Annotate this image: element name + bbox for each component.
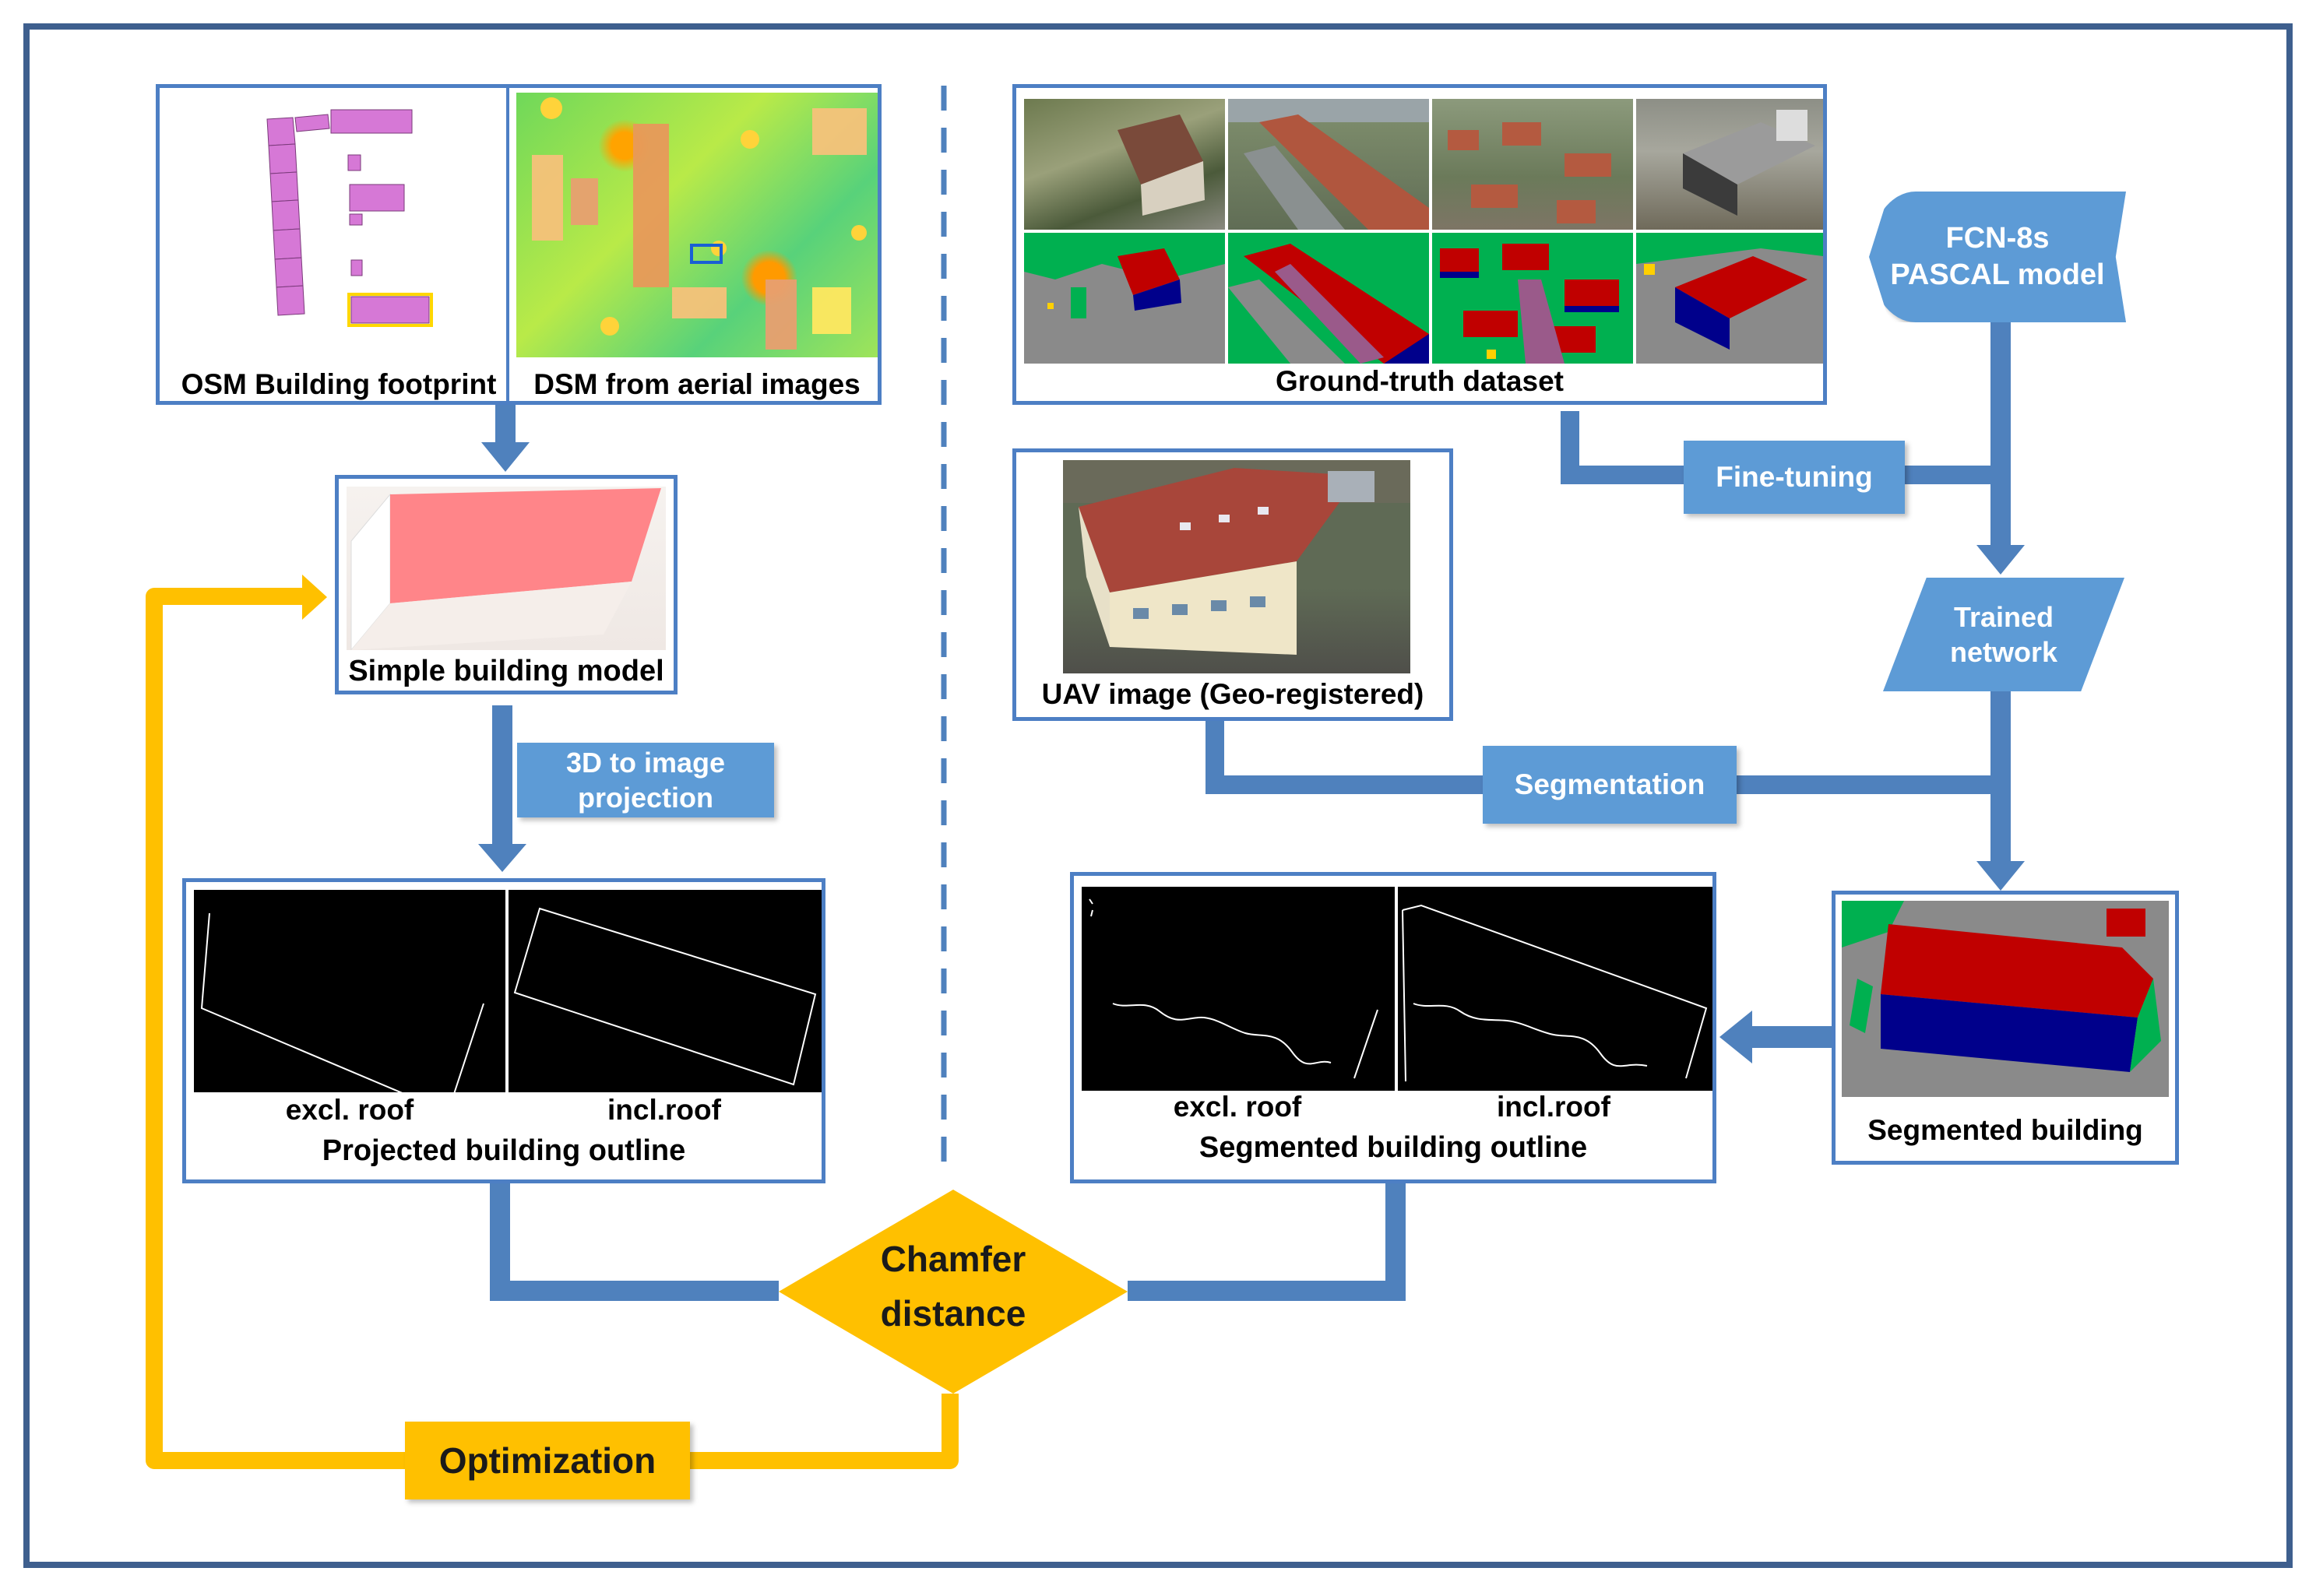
chamfer-label-line2: distance xyxy=(880,1293,1026,1334)
osm-footprint-image xyxy=(164,93,507,357)
trained-label-line2: network xyxy=(1949,636,2058,668)
projected-incl-roof-image xyxy=(509,890,822,1092)
gt-photo-3 xyxy=(1432,99,1633,230)
projection-label-line2: projection xyxy=(577,782,713,814)
gt-label-4 xyxy=(1636,233,1823,364)
gt-label-2 xyxy=(1228,233,1429,364)
segmented-incl-roof-image xyxy=(1398,887,1712,1091)
flow-arrow-head xyxy=(1976,545,2025,575)
simple-building-model-panel: Simple building model xyxy=(335,475,678,694)
gt-photo-2 xyxy=(1228,99,1429,230)
ground-truth-panel: Ground-truth dataset xyxy=(1012,84,1827,405)
segmentation-box: Segmentation xyxy=(1483,746,1737,824)
projected-excl-label: excl. roof xyxy=(285,1094,414,1126)
segmented-incl-label: incl.roof xyxy=(1497,1091,1610,1123)
fcn-label-line1: FCN-8s xyxy=(1945,221,2050,255)
flow-arrow-shaft xyxy=(495,405,516,444)
flow-arrow-shaft xyxy=(492,705,512,845)
projection-box: 3D to image projection xyxy=(517,743,774,817)
segmented-outline-panel: excl. roof incl.roof Segmented building … xyxy=(1070,872,1716,1183)
optimization-label: Optimization xyxy=(438,1440,656,1481)
flow-arrow-shaft xyxy=(1990,321,2011,547)
flow-arrow-head xyxy=(481,442,530,472)
segmented-building-image xyxy=(1842,901,2169,1097)
gt-photo-1 xyxy=(1024,99,1225,230)
footprint-dsm-panel: OSM Building footprint DSM from aerial i… xyxy=(156,84,882,405)
gt-label-3 xyxy=(1432,233,1633,364)
fcn-label-line2: PASCAL model xyxy=(1890,258,2105,291)
gt-label-1 xyxy=(1024,233,1225,364)
projected-title: Projected building outline xyxy=(322,1134,686,1167)
segmented-excl-roof-image xyxy=(1082,887,1395,1091)
flow-arrow-head xyxy=(1719,1011,1752,1063)
dsm-image xyxy=(516,93,878,357)
simple-building-model-image xyxy=(347,487,666,650)
optimization-loop-line xyxy=(146,588,959,1469)
uav-image-label: UAV image (Geo-registered) xyxy=(1041,678,1424,710)
diagram-frame xyxy=(23,23,2293,1568)
optimization-arrow-head xyxy=(302,575,327,620)
footprint-dsm-divider xyxy=(506,87,509,402)
segmented-building-label: Segmented building xyxy=(1867,1114,2143,1146)
segmentation-label: Segmentation xyxy=(1514,768,1705,800)
dsm-label: DSM from aerial images xyxy=(533,368,861,400)
chamfer-label-line1: Chamfer xyxy=(880,1239,1026,1279)
trained-network-box: Trained network xyxy=(1883,578,2124,691)
flow-arrow-head xyxy=(478,844,526,872)
gt-photo-4 xyxy=(1636,99,1823,230)
projected-outline-panel: excl. roof incl.roof Projected building … xyxy=(182,878,825,1183)
projection-label-line1: 3D to image xyxy=(565,747,726,779)
flow-connector xyxy=(1206,716,2001,794)
flow-connector xyxy=(1128,1183,1406,1301)
uav-image xyxy=(1063,460,1410,673)
osm-footprint-label: OSM Building footprint xyxy=(181,368,497,400)
segmented-outline-title: Segmented building outline xyxy=(1198,1131,1588,1164)
flow-arrow-shaft xyxy=(1751,1026,1832,1048)
uav-image-panel: UAV image (Geo-registered) xyxy=(1012,448,1453,721)
projected-excl-roof-image xyxy=(194,890,505,1092)
flow-arrow-head xyxy=(1976,861,2025,891)
fine-tuning-box: Fine-tuning xyxy=(1684,441,1905,514)
fine-tuning-label: Fine-tuning xyxy=(1716,460,1873,493)
trained-label-line1: Trained xyxy=(1953,601,2054,633)
flow-connector xyxy=(490,1182,779,1301)
fcn-pascal-model-box: FCN-8s PASCAL model xyxy=(1869,192,2126,322)
projected-incl-label: incl.roof xyxy=(607,1094,721,1126)
ground-truth-label: Ground-truth dataset xyxy=(1276,365,1564,397)
optimization-box: Optimization xyxy=(405,1422,690,1499)
segmented-building-panel: Segmented building xyxy=(1832,891,2179,1165)
simple-building-model-label: Simple building model xyxy=(348,655,664,687)
segmented-excl-label: excl. roof xyxy=(1173,1091,1302,1123)
